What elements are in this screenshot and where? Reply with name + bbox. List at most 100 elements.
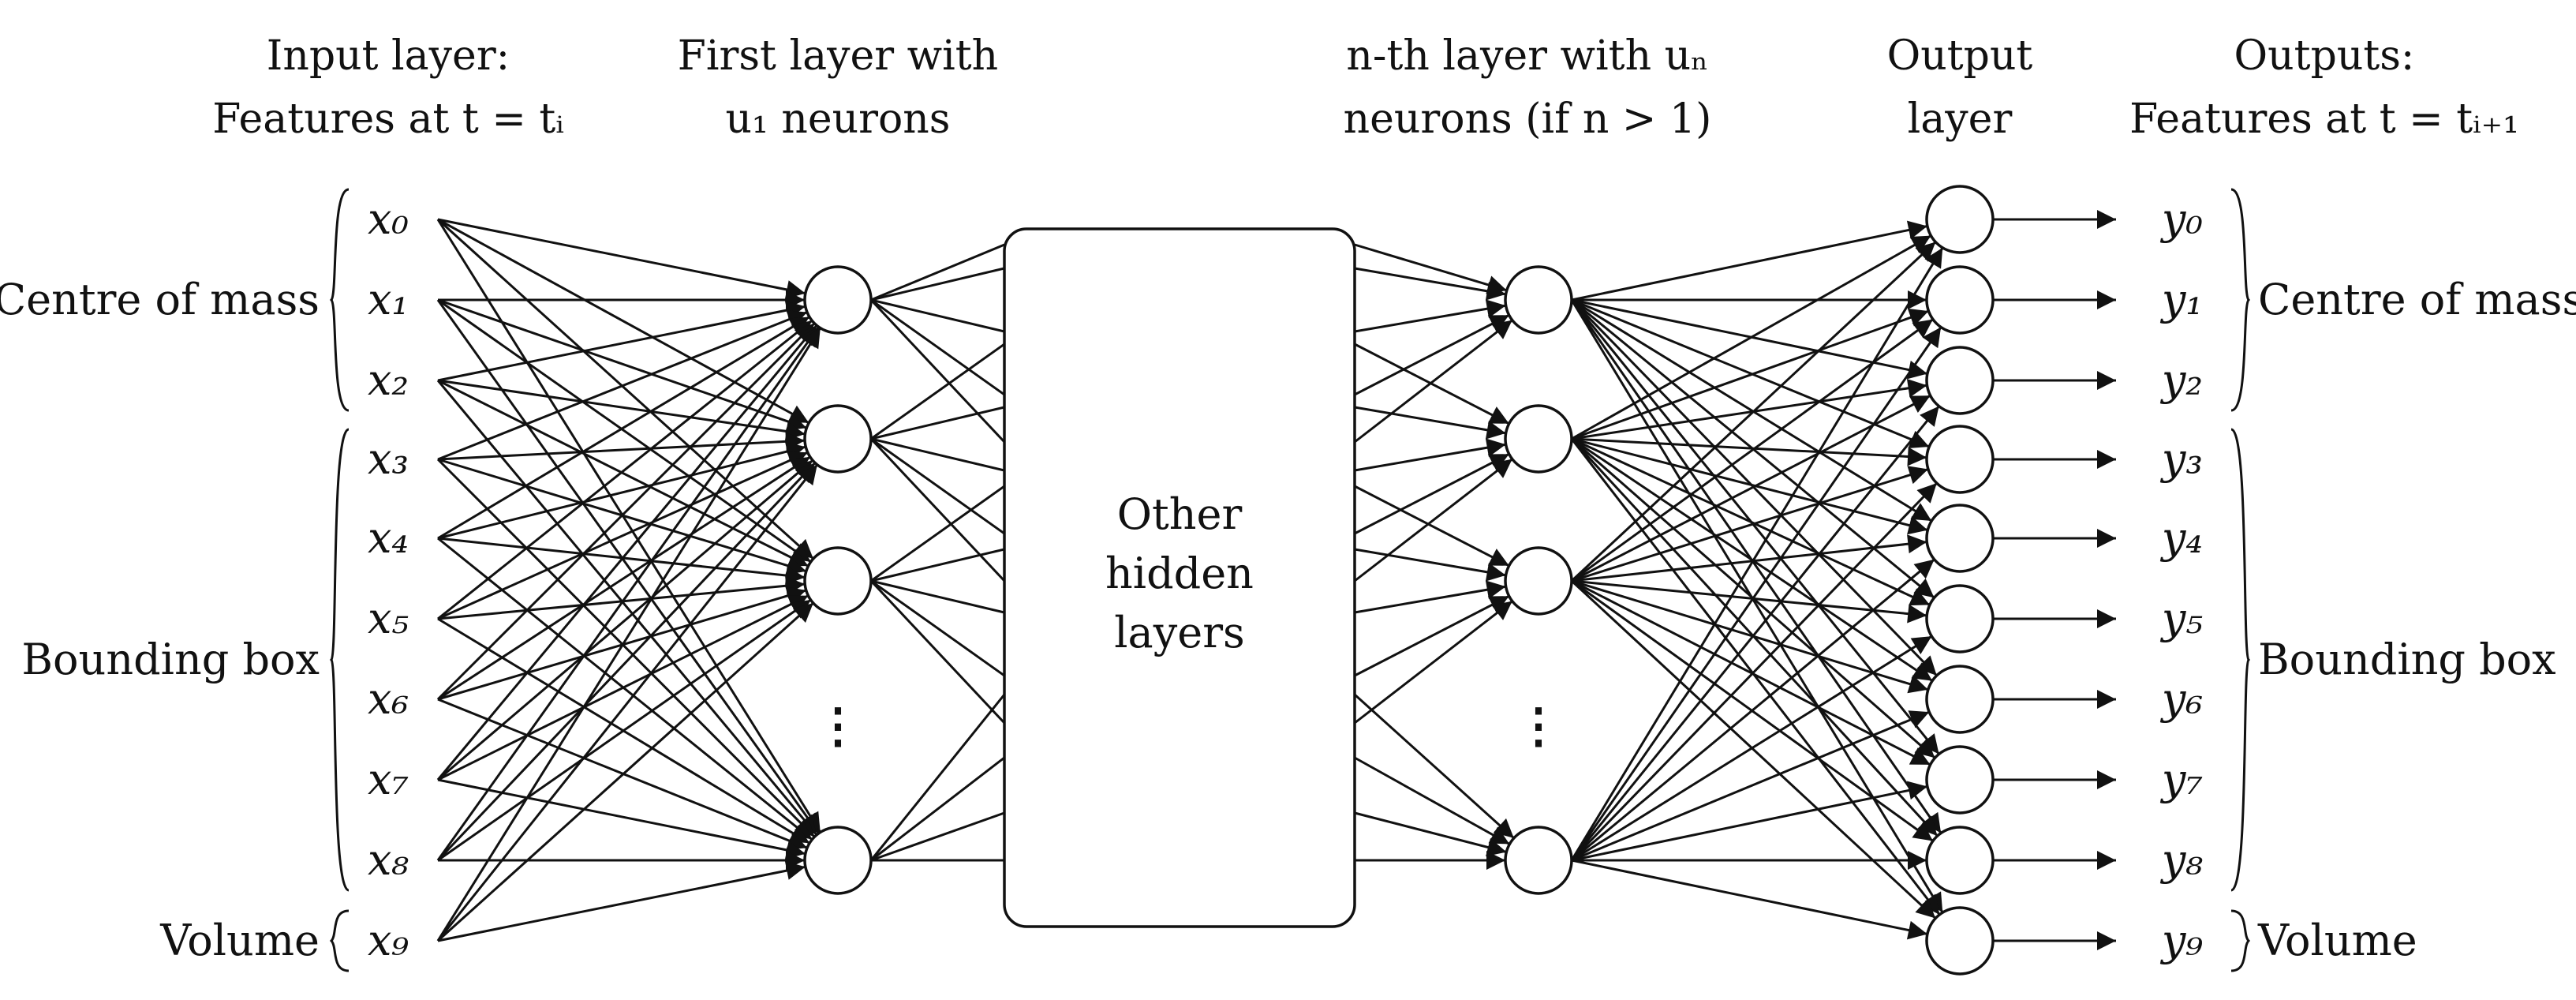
output-neuron <box>1925 584 1995 654</box>
edge-hiddenN-2-output-4 <box>1571 534 1927 582</box>
output-neuron <box>1925 906 1995 976</box>
input-feature-label: x₆ <box>368 674 409 724</box>
output-neuron <box>1925 826 1995 895</box>
edge-input-0-hidden1-2 <box>436 218 814 560</box>
hidden-box-line2: hidden <box>1105 549 1254 598</box>
edge-hiddenN-1-output-3 <box>1571 437 1927 466</box>
output-group-label: Bounding box <box>2258 635 2556 684</box>
output-group-brace <box>2230 188 2251 412</box>
edge-hiddenN-1-output-2 <box>1571 378 1927 440</box>
edge-hiddenN-2-output-7 <box>1571 579 1931 766</box>
edge-hidden1-1-box-2 <box>870 437 1005 472</box>
edge-box-3-hiddenN-0 <box>1354 313 1510 396</box>
edge-hiddenN-0-output-8 <box>1570 299 1942 834</box>
edge-input-7-hidden1-3 <box>437 778 806 860</box>
edge-box-0-hiddenN-0 <box>1354 243 1508 294</box>
edge-input-8-hidden1-2 <box>437 598 812 862</box>
first-layer-neuron <box>803 546 873 616</box>
nth-layer-ellipsis: ⋮ <box>1515 699 1562 754</box>
edge-hiddenN-3-output-2 <box>1570 405 1940 861</box>
edge-box-1-hiddenN-1 <box>1354 406 1506 440</box>
header-outputs-line1: Outputs: <box>2234 32 2415 80</box>
input-group-brace <box>329 428 350 892</box>
edge-input-1-hidden1-3 <box>436 299 820 834</box>
edge-hiddenN-2-output-9 <box>1570 579 1937 919</box>
output-feature-label: y₀ <box>2160 194 2203 244</box>
edge-hiddenN-1-output-4 <box>1571 437 1928 535</box>
input-feature-label: x₄ <box>368 513 409 563</box>
edge-hiddenN-3-output-7 <box>1571 781 1928 862</box>
header-first-line2: u₁ neurons <box>726 96 951 143</box>
first-layer-neuron <box>803 404 873 474</box>
output-group-brace <box>2230 909 2251 972</box>
edge-box-0-hiddenN-1 <box>1354 343 1510 425</box>
edge-hidden1-3-box-0 <box>869 694 1006 861</box>
edge-hiddenN-0-output-7 <box>1570 299 1940 755</box>
edge-hidden1-2-box-4 <box>869 579 1006 725</box>
edge-box-0-hiddenN-3 <box>1353 693 1515 839</box>
edge-hiddenN-1-output-1 <box>1571 308 1929 440</box>
edge-input-3-hidden1-0 <box>437 310 808 461</box>
edge-box-3-hiddenN-1 <box>1354 452 1510 535</box>
edge-input-2-hidden1-0 <box>437 301 806 382</box>
input-feature-label: x₅ <box>368 594 409 643</box>
hidden-box-line3: layers <box>1114 608 1244 657</box>
edge-input-8-hidden1-0 <box>436 326 820 861</box>
edge-hiddenN-2-output-5 <box>1571 579 1927 624</box>
edge-hiddenN-3-output-4 <box>1571 558 1935 862</box>
edge-hidden1-0-box-3 <box>870 298 1005 396</box>
edge-input-4-hidden1-0 <box>437 316 810 540</box>
edge-input-4-hidden1-1 <box>437 442 806 540</box>
first-layer-neuron <box>803 826 873 895</box>
edge-hiddenN-2-output-3 <box>1571 466 1929 582</box>
input-group-label: Bounding box <box>21 635 320 684</box>
edge-box-4-hiddenN-0 <box>1354 319 1513 444</box>
edge-hiddenN-3-output-6 <box>1571 710 1930 862</box>
edge-hidden1-0-box-4 <box>869 298 1006 444</box>
edge-hidden1-0-box-2 <box>870 298 1005 333</box>
edge-hidden1-0-box-0 <box>870 243 1005 301</box>
header-output-line2: layer <box>1908 96 2013 143</box>
nth-layer-neuron <box>1504 404 1573 474</box>
edge-input-9-hidden1-0 <box>436 327 822 942</box>
edge-input-5-hidden1-0 <box>437 320 813 620</box>
edge-hiddenN-3-output-3 <box>1570 482 1938 862</box>
output-feature-label: y₃ <box>2160 434 2203 484</box>
edge-hiddenN-0-output-3 <box>1571 298 1930 449</box>
edge-input-0-hidden1-0 <box>437 218 806 299</box>
edge-hiddenN-0-output-9 <box>1570 299 1944 913</box>
edge-input-2-hidden1-1 <box>437 379 806 441</box>
input-feature-label: x₇ <box>368 755 409 804</box>
edge-hidden1-2-box-3 <box>870 579 1005 677</box>
edge-hiddenN-1-output-6 <box>1571 437 1933 682</box>
header-input-line2: Features at t = tᵢ <box>212 96 564 143</box>
edge-input-8-hidden1-1 <box>436 462 817 862</box>
edge-hidden1-0-box-1 <box>870 267 1005 301</box>
edge-input-7-hidden1-2 <box>437 594 809 781</box>
hidden-box-line1: Other <box>1117 489 1243 539</box>
edge-hiddenN-3-output-5 <box>1571 635 1933 862</box>
edge-box-3-hiddenN-2 <box>1354 594 1510 677</box>
edge-hiddenN-1-output-9 <box>1570 438 1941 916</box>
edge-input-0-hidden1-1 <box>437 218 809 425</box>
edge-hidden1-3-box-2 <box>870 811 1005 862</box>
edge-hiddenN-0-output-2 <box>1571 298 1928 380</box>
edge-hiddenN-3-output-0 <box>1570 247 1944 861</box>
input-group-label: Centre of mass <box>0 275 320 324</box>
neurons <box>803 185 1995 976</box>
output-group-label: Volume <box>2257 916 2417 965</box>
output-group-brace <box>2230 428 2251 892</box>
output-group-label: Centre of mass <box>2258 275 2576 324</box>
edge-box-1-hiddenN-3 <box>1354 756 1511 845</box>
edge-box-1-hiddenN-2 <box>1354 548 1506 582</box>
edge-hidden1-1-box-4 <box>869 437 1006 582</box>
connections <box>436 210 2116 950</box>
output-feature-label: y₈ <box>2160 835 2204 885</box>
edge-box-0-hiddenN-2 <box>1354 485 1510 567</box>
hidden-layers-box <box>1003 227 1356 928</box>
edge-input-6-hidden1-1 <box>437 455 811 701</box>
nth-layer-neuron <box>1504 265 1573 335</box>
nth-layer-neuron <box>1504 546 1573 616</box>
